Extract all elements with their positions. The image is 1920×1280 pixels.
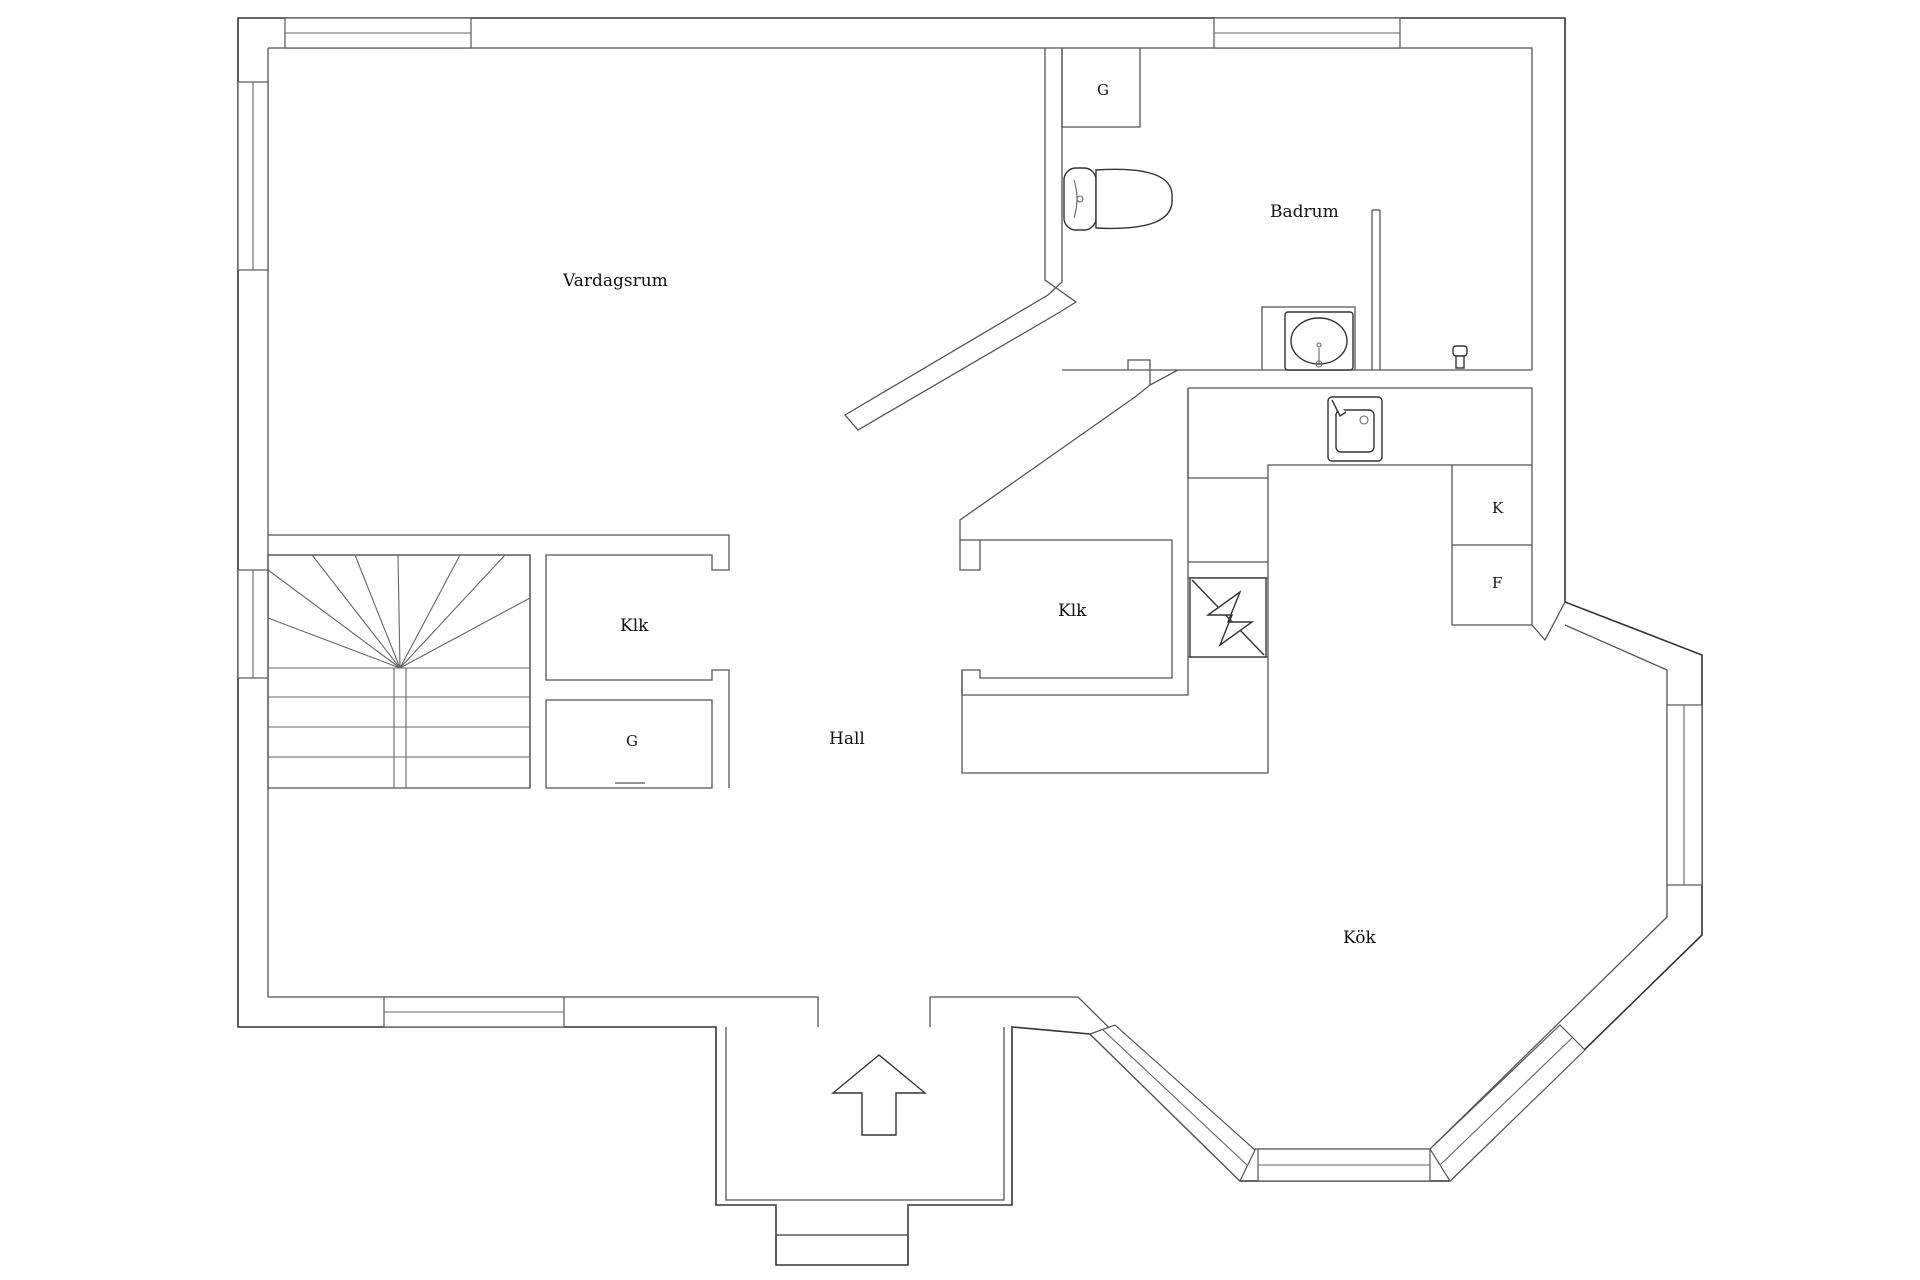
label-f-cabinet: F xyxy=(1492,574,1502,592)
kitchen-sink-icon xyxy=(1327,396,1383,462)
stove-icon xyxy=(1189,577,1267,658)
label-klk-right: Klk xyxy=(1058,601,1087,621)
living-room-walls xyxy=(268,48,1078,789)
staircase xyxy=(267,554,531,789)
faucet-icon xyxy=(1452,345,1468,369)
toilet-icon xyxy=(1063,167,1173,231)
label-g-storage-left: G xyxy=(626,732,638,750)
label-k-cabinet: K xyxy=(1492,499,1504,517)
label-vardagsrum: Vardagsrum xyxy=(562,271,668,291)
label-g-storage-bath: G xyxy=(1097,81,1109,99)
entrance-arrow-icon xyxy=(831,1054,927,1136)
room-labels: Vardagsrum Badrum Hall Kök Klk Klk G G K… xyxy=(562,81,1504,948)
label-kok: Kök xyxy=(1343,928,1376,948)
label-badrum: Badrum xyxy=(1270,202,1339,222)
bathroom-walls xyxy=(959,48,1532,541)
label-klk-left: Klk xyxy=(620,616,649,636)
sink-icon xyxy=(1284,311,1354,371)
outer-walls xyxy=(237,17,1703,1266)
label-hall: Hall xyxy=(829,729,865,749)
windows xyxy=(237,17,1703,1183)
